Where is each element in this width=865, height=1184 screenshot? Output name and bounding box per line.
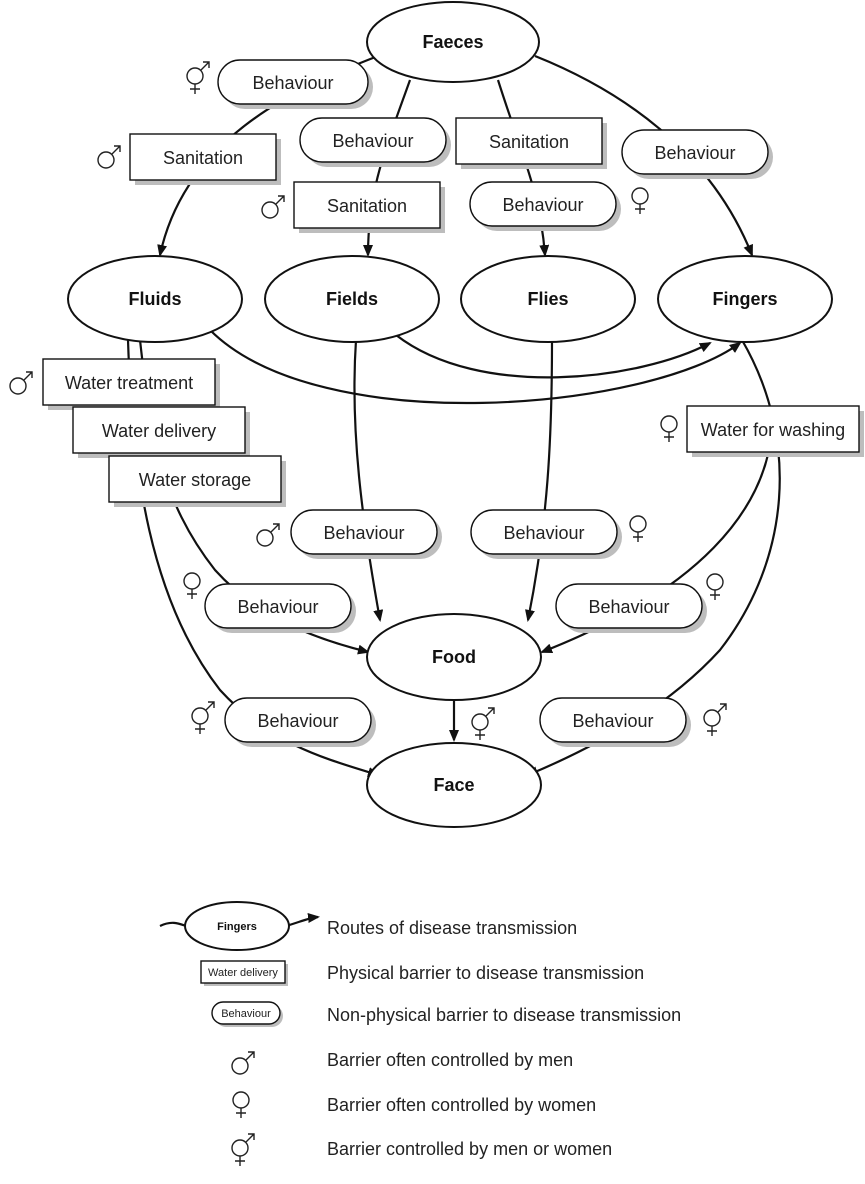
male-female-symbol-icon <box>471 707 495 741</box>
female-symbol-icon <box>232 1091 250 1119</box>
route-flies-food <box>525 339 554 622</box>
node-fluids: Fluids <box>67 255 243 343</box>
male-symbol-icon <box>231 1051 255 1075</box>
nodes: Faeces Fluids Fields Flies Fingers Food … <box>67 1 833 828</box>
barrier-label: Sanitation <box>489 132 569 152</box>
female-symbol-icon <box>183 572 201 600</box>
legend-route-text: Routes of disease transmission <box>327 918 577 938</box>
barrier-water-treatment: Water treatment <box>42 358 220 410</box>
barrier-label: Water storage <box>139 470 251 490</box>
legend-men: Barrier often controlled by men <box>231 1050 573 1075</box>
male-female-symbol-icon <box>186 61 210 95</box>
male-symbol-icon <box>97 145 121 169</box>
barrier-label: Water for washing <box>701 420 845 440</box>
barrier-behaviour-fluids-food: Behaviour <box>204 583 356 633</box>
male-symbol-icon <box>261 195 285 219</box>
node-fields: Fields <box>264 255 440 343</box>
barrier-behaviour-fingers-food: Behaviour <box>555 583 707 633</box>
barrier-label: Behaviour <box>332 131 413 151</box>
node-food-label: Food <box>432 647 476 667</box>
barrier-water-storage: Water storage <box>108 455 286 507</box>
legend-women-text: Barrier often controlled by women <box>327 1095 596 1115</box>
node-faeces: Faeces <box>366 1 540 83</box>
barrier-sanitation-flies: Sanitation <box>455 117 607 169</box>
legend-route: Fingers Routes of disease transmission <box>159 901 577 951</box>
barrier-label: Behaviour <box>237 597 318 617</box>
barrier-behaviour-top-left: Behaviour <box>217 59 373 109</box>
node-fields-label: Fields <box>326 289 378 309</box>
node-fluids-label: Fluids <box>129 289 182 309</box>
barrier-behaviour-top-right: Behaviour <box>621 129 773 179</box>
route-faeces-fingers <box>534 54 754 257</box>
node-food: Food <box>366 613 542 701</box>
female-symbol-icon <box>629 515 647 543</box>
legend-nonphysical: Behaviour Non-physical barrier to diseas… <box>211 1001 681 1027</box>
barrier-label: Behaviour <box>323 523 404 543</box>
legend-physical-text: Physical barrier to disease transmission <box>327 963 644 983</box>
barriers: Behaviour Sanitation Behaviour Sanitatio… <box>9 59 864 747</box>
barrier-label: Behaviour <box>252 73 333 93</box>
barrier-sanitation-fields: Sanitation <box>293 181 445 233</box>
female-symbol-icon <box>706 573 724 601</box>
male-female-symbol-icon <box>191 701 215 735</box>
barrier-label: Behaviour <box>572 711 653 731</box>
female-symbol-icon <box>631 187 649 215</box>
barrier-sanitation-left: Sanitation <box>129 133 281 185</box>
route-faeces-flies <box>496 79 550 257</box>
legend-nonphysical-sample: Behaviour <box>221 1008 271 1020</box>
route-fields-fingers <box>395 334 712 379</box>
female-symbol-icon <box>660 415 678 443</box>
legend: Fingers Routes of disease transmission W… <box>159 901 681 1167</box>
legend-either: Barrier controlled by men or women <box>231 1133 612 1167</box>
barrier-water-delivery: Water delivery <box>72 406 250 458</box>
barrier-behaviour-fingers-face: Behaviour <box>539 697 691 747</box>
male-symbol-icon <box>9 371 33 395</box>
barrier-label: Behaviour <box>588 597 669 617</box>
legend-route-sample: Fingers <box>217 921 257 933</box>
legend-physical-sample: Water delivery <box>208 967 278 979</box>
barrier-label: Water treatment <box>65 373 193 393</box>
barrier-behaviour-fields-top: Behaviour <box>299 117 451 167</box>
barrier-behaviour-fields-food: Behaviour <box>290 509 442 559</box>
node-face-label: Face <box>433 775 474 795</box>
node-fingers-label: Fingers <box>712 289 777 309</box>
barrier-behaviour-flies-top: Behaviour <box>469 181 621 231</box>
route-fields-food <box>353 339 384 622</box>
legend-physical: Water delivery Physical barrier to disea… <box>200 960 644 986</box>
barrier-label: Behaviour <box>654 143 735 163</box>
barrier-label: Sanitation <box>163 148 243 168</box>
male-female-symbol-icon <box>703 703 727 737</box>
node-face: Face <box>366 742 542 828</box>
barrier-label: Behaviour <box>503 523 584 543</box>
barrier-label: Sanitation <box>327 196 407 216</box>
node-flies-label: Flies <box>527 289 568 309</box>
barrier-label: Behaviour <box>257 711 338 731</box>
legend-nonphysical-text: Non-physical barrier to disease transmis… <box>327 1005 681 1025</box>
legend-men-text: Barrier often controlled by men <box>327 1050 573 1070</box>
barrier-behaviour-flies-food: Behaviour <box>470 509 622 559</box>
node-flies: Flies <box>460 255 636 343</box>
route-fluids-fingers <box>209 329 742 405</box>
node-faeces-label: Faeces <box>422 32 483 52</box>
barrier-behaviour-fluids-face: Behaviour <box>224 697 376 747</box>
barrier-water-for-washing: Water for washing <box>686 405 864 457</box>
legend-women: Barrier often controlled by women <box>232 1091 596 1119</box>
legend-either-text: Barrier controlled by men or women <box>327 1139 612 1159</box>
male-female-symbol-icon <box>231 1133 255 1167</box>
barrier-label: Behaviour <box>502 195 583 215</box>
male-symbol-icon <box>256 523 280 547</box>
node-fingers: Fingers <box>657 255 833 343</box>
barrier-label: Water delivery <box>102 421 216 441</box>
